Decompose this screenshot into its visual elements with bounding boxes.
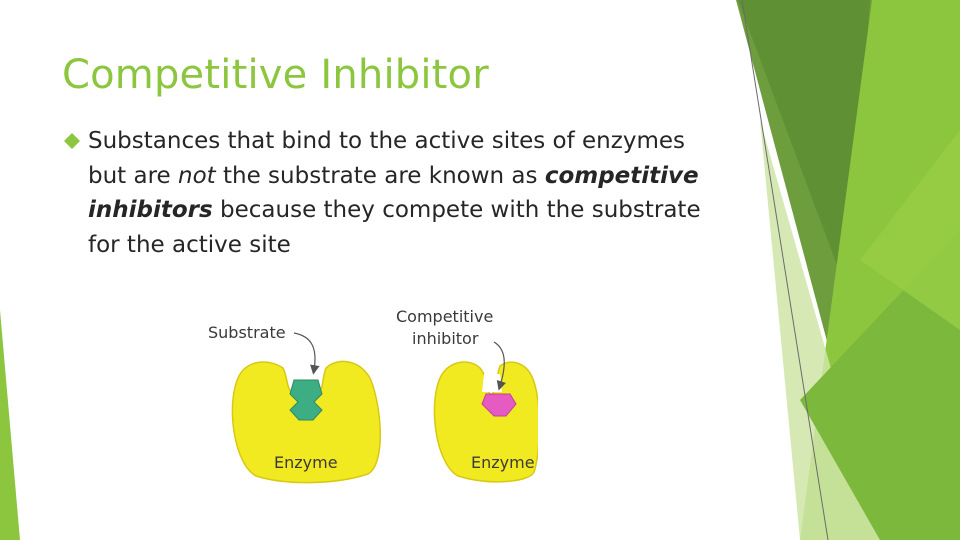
bullet-item: Substances that bind to the active sites… [62, 124, 722, 262]
active-site-cavity [482, 374, 502, 392]
substrate-label: Substrate [208, 323, 286, 342]
bullet-emphasis-competitive-inhibitors: competitive inhibitors [88, 162, 699, 224]
bullet-emphasis-not: not [178, 162, 216, 189]
deco-panel-bright [860, 130, 960, 330]
deco-left-sliver [0, 310, 20, 540]
deco-panel-olive [738, 0, 870, 300]
competitive-inhibitor-shape [481, 393, 517, 417]
enzyme-inhibition-diagram: Substrate Enzyme Competitive inhibitor E… [208, 307, 538, 484]
enzyme-left-label: Enzyme [274, 453, 338, 472]
substrate-arrow [293, 332, 320, 375]
bullet-text-part2: the substrate are known as [215, 162, 545, 189]
inhibitor-arrow [493, 341, 506, 391]
deco-panel-mid [800, 230, 960, 540]
bullet-text: Substances that bind to the active sites… [88, 124, 722, 262]
bullet-text-part1: Substances that bind to the active sites… [88, 128, 685, 189]
bullet-text-part3: because they compete with the substrate … [88, 197, 701, 258]
slide-title: Competitive Inhibitor [62, 52, 489, 98]
competitive-label-line2: inhibitor [412, 329, 479, 348]
deco-line [741, 0, 829, 540]
substrate-shape [289, 379, 323, 421]
diamond-bullet-icon [64, 133, 80, 149]
competitive-label-line1: Competitive [396, 307, 493, 326]
enzyme-right-label: Enzyme [471, 453, 535, 472]
